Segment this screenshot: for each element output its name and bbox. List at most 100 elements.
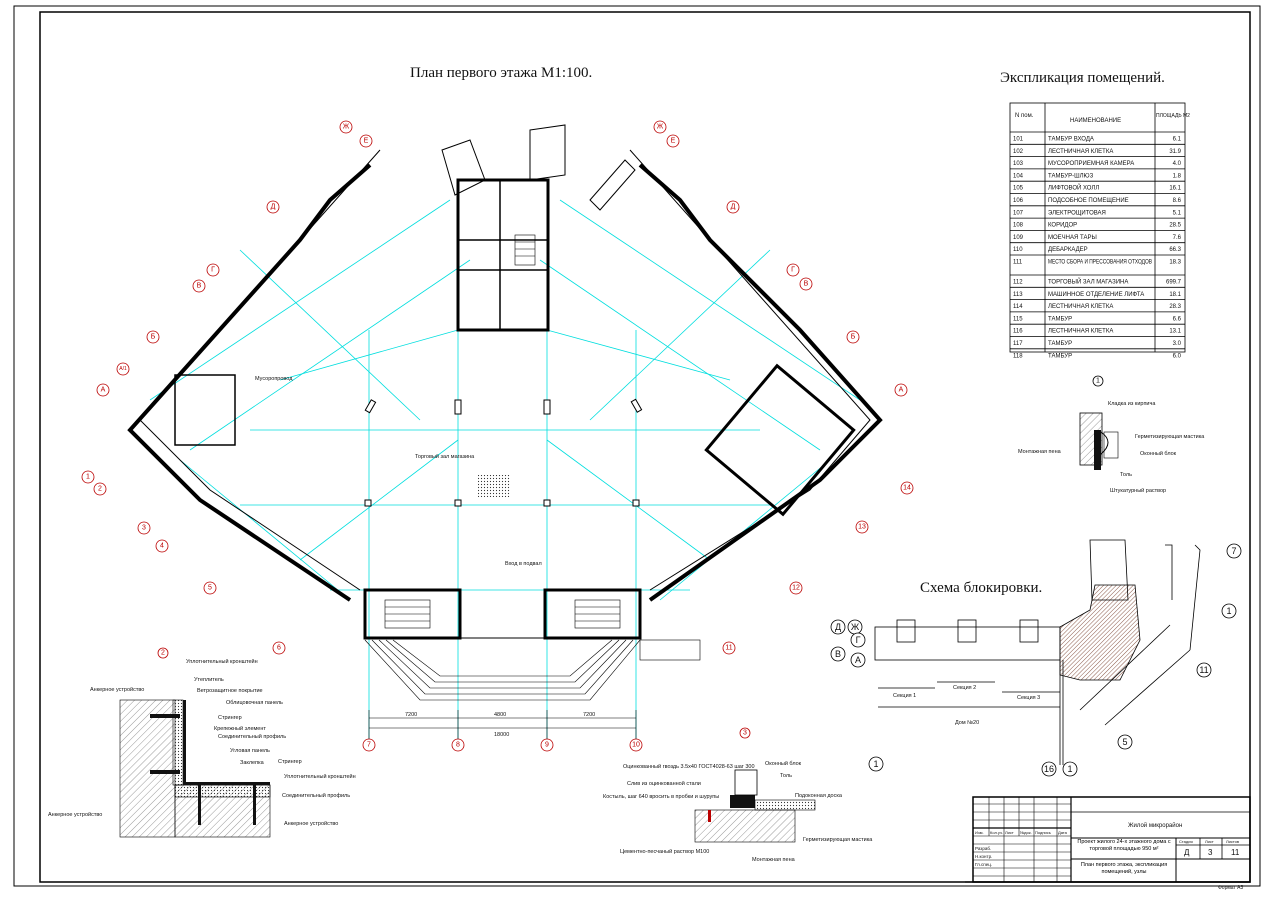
axis-label: Д bbox=[835, 622, 841, 632]
axis-label: 7 bbox=[367, 742, 371, 749]
axis-label: 5 bbox=[208, 585, 212, 592]
row-name: ТАМБУР bbox=[1048, 341, 1072, 347]
row-area: 7.6 bbox=[1173, 235, 1182, 241]
section-label: Секция 1 bbox=[893, 693, 916, 699]
row-name: КОРИДОР bbox=[1048, 223, 1077, 229]
dim-text: 7200 bbox=[405, 712, 417, 718]
row-number: 110 bbox=[1013, 247, 1023, 253]
callout: Крепежный элемент bbox=[214, 725, 266, 732]
callout: Уплотнительный кронштейн bbox=[284, 773, 356, 780]
sheet-frame bbox=[13, 5, 1261, 887]
row-number: 105 bbox=[1013, 186, 1024, 192]
callout: Толь bbox=[1120, 472, 1132, 478]
row-area: 6.0 bbox=[1173, 353, 1182, 359]
row-area: 13.1 bbox=[1169, 329, 1181, 335]
tb-role: Разраб. bbox=[975, 846, 991, 851]
explication-title: Экспликация помещений. bbox=[1000, 70, 1165, 86]
tb-col-header: Подпись bbox=[1035, 830, 1051, 835]
callout: Кладка из кирпича bbox=[1108, 401, 1156, 407]
axis-label: 5 bbox=[1122, 737, 1127, 747]
section-label: Секция 2 bbox=[953, 685, 976, 691]
row-number: 112 bbox=[1013, 280, 1023, 286]
dim-text: 18000 bbox=[494, 732, 509, 738]
axis-label: Е bbox=[671, 138, 676, 145]
row-name: МОЕЧНАЯ ТАРЫ bbox=[1048, 235, 1097, 241]
floor-plan: План первого этажа М1:100. bbox=[81, 65, 914, 752]
row-name: ЭЛЕКТРОЩИТОВАЯ bbox=[1048, 210, 1106, 216]
axis-label: 3 bbox=[142, 525, 146, 532]
room-label-garbage: Мусоропровод bbox=[255, 376, 293, 382]
axis-label: Д bbox=[731, 204, 736, 211]
axis-label: Б bbox=[151, 334, 156, 341]
room-label-basement: Вход в подвал bbox=[505, 561, 542, 567]
callout: Штукатурный раствор bbox=[1110, 487, 1166, 494]
blocking-title: Схема блокировки. bbox=[920, 580, 1042, 596]
row-name: ЛИФТОВОЙ ХОЛЛ bbox=[1048, 184, 1099, 192]
axis-label: 8 bbox=[456, 742, 460, 749]
row-area: 28.5 bbox=[1169, 223, 1181, 229]
row-name: ЛЕСТНИЧНАЯ КЛЕТКА bbox=[1048, 149, 1113, 155]
title-block-text: Изм. Кол.уч. Лист №док. Подпись Дата Раз… bbox=[975, 822, 1243, 891]
row-area: 4.0 bbox=[1173, 161, 1182, 167]
callout: Герметизирующая мастика bbox=[803, 837, 873, 843]
row-name: ЛЕСТНИЧНАЯ КЛЕТКА bbox=[1048, 329, 1113, 335]
blocking-scheme: Схема блокировки. Ж Д Г В А 7 1 11 5 1 1… bbox=[830, 539, 1242, 777]
row-area: 6.1 bbox=[1173, 137, 1182, 143]
tb-sheet-title: План первого этажа, экспликация помещени… bbox=[1080, 862, 1168, 875]
row-name: ЛЕСТНИЧНАЯ КЛЕТКА bbox=[1048, 304, 1113, 310]
axis-label: В bbox=[197, 283, 202, 290]
axis-label: 11 bbox=[1199, 665, 1208, 675]
row-number: 103 bbox=[1013, 161, 1024, 167]
tb-role: Н.контр. bbox=[975, 854, 992, 859]
axis-label: Г bbox=[211, 267, 215, 274]
room-label-sales-hall: Торговый зал магазина bbox=[415, 453, 475, 460]
callout: Оконный блок bbox=[765, 760, 802, 767]
row-name: ТАМБУР bbox=[1048, 353, 1072, 359]
detail-1: 1 Кладка из кирпича Герметизирующая маст… bbox=[1018, 375, 1205, 494]
row-number: 107 bbox=[1013, 210, 1024, 216]
row-area: 8.6 bbox=[1173, 198, 1182, 204]
axis-label: А/1 bbox=[119, 366, 127, 372]
row-name: ТАМБУР ВХОДА bbox=[1048, 137, 1094, 143]
callout: Стрингер bbox=[218, 715, 242, 721]
callout: Утеплитель bbox=[194, 677, 224, 683]
row-name: МУСОРОПРИЕМНАЯ КАМЕРА bbox=[1048, 161, 1134, 167]
callout: Анкерное устройство bbox=[48, 811, 102, 818]
row-area: 5.1 bbox=[1173, 210, 1182, 216]
callout: Подоконная доска bbox=[795, 793, 843, 799]
plan-dimensions bbox=[368, 710, 637, 740]
axis-label: Ж bbox=[851, 622, 860, 632]
tb-col-header: Изм. bbox=[975, 830, 984, 835]
explication: Экспликация помещений. N пом. НАИМЕНОВАН… bbox=[1000, 70, 1190, 359]
row-number: 113 bbox=[1013, 292, 1023, 298]
plan-grid-lines bbox=[149, 199, 861, 740]
callout: Костыль, шаг 640 вросить в пробки и шуру… bbox=[603, 794, 719, 800]
tb-format: Формат А3 bbox=[1218, 885, 1243, 891]
row-number: 102 bbox=[1013, 149, 1024, 155]
callout: Анкерное устройство bbox=[90, 686, 144, 693]
row-number: 101 bbox=[1013, 137, 1024, 143]
axis-label: 1 bbox=[86, 474, 90, 481]
axis-label: 1 bbox=[873, 759, 878, 769]
tb-project: Жилой микрорайон bbox=[1128, 822, 1182, 829]
axis-labels: 7 8 9 10 Ж Е Д Г В Б А/1 А 1 2 3 4 5 6 Ж… bbox=[86, 124, 911, 749]
axis-label: А bbox=[899, 387, 904, 394]
row-area: 1.8 bbox=[1173, 173, 1182, 179]
tb-sheet: 3 bbox=[1208, 848, 1213, 857]
title-block bbox=[965, 796, 1251, 883]
axis-label: 10 bbox=[632, 742, 640, 749]
detail-mark: 2 bbox=[161, 650, 165, 657]
tb-stage-label: Стадия bbox=[1179, 839, 1193, 844]
callout: Толь bbox=[780, 773, 792, 779]
dim-text: 7200 bbox=[583, 712, 595, 718]
tb-sheet-label: Лист bbox=[1205, 839, 1214, 844]
axis-label: 1 bbox=[1067, 764, 1072, 774]
axis-label: Ж bbox=[343, 124, 350, 131]
axis-label: Г bbox=[856, 635, 861, 645]
axis-label: 4 bbox=[160, 543, 164, 550]
axis-label: 1 bbox=[1226, 606, 1231, 616]
axis-label: 2 bbox=[98, 486, 102, 493]
tb-sheets-label: Листов bbox=[1226, 839, 1239, 844]
row-number: 118 bbox=[1013, 353, 1023, 359]
explication-table bbox=[1009, 102, 1186, 353]
